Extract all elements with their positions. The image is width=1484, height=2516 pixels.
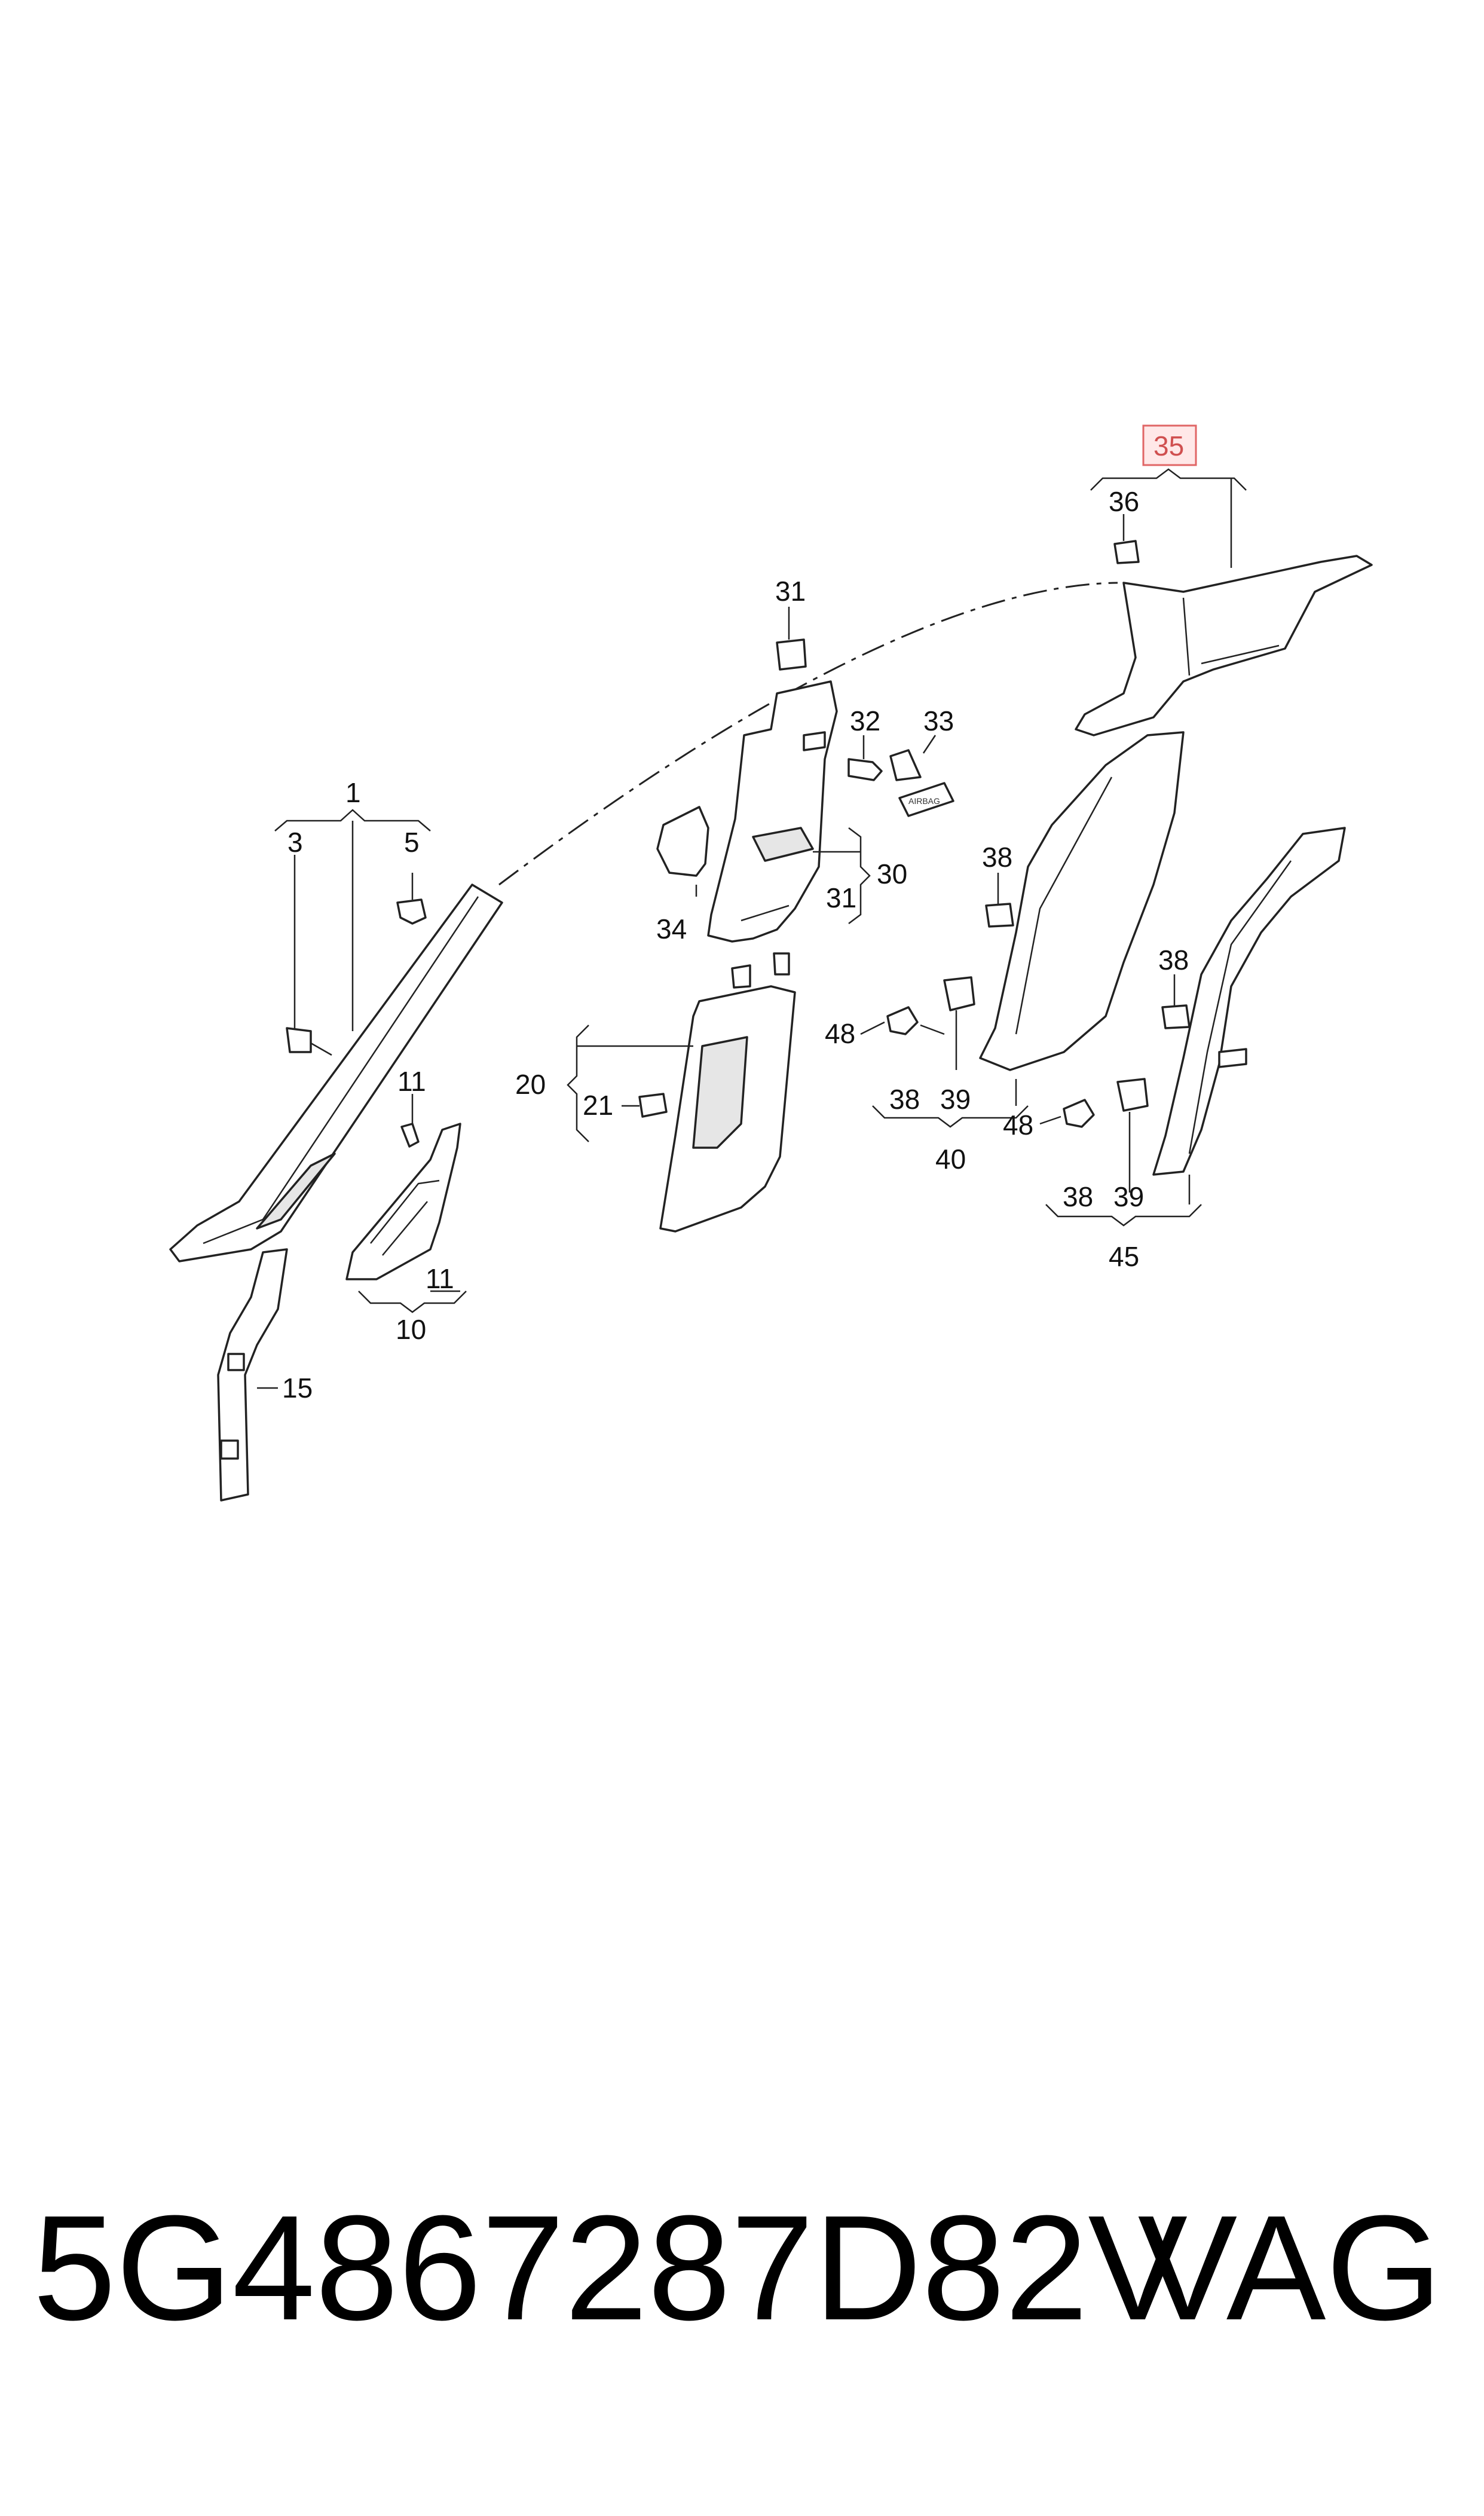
part-number: 5G4867287D82V bbox=[33, 2184, 1188, 2351]
c-pillar-upper-35 bbox=[1075, 555, 1373, 736]
nut-48-a bbox=[886, 1006, 919, 1035]
clip-39-b bbox=[1116, 1078, 1149, 1112]
c-pillar-lower-45 bbox=[1152, 827, 1346, 1176]
callout-38-b: 38 bbox=[889, 1084, 920, 1115]
clip-21 bbox=[638, 1093, 668, 1118]
highlight-box-35 bbox=[1142, 424, 1197, 466]
clip-38-side bbox=[1218, 1048, 1247, 1068]
callout-39-a: 39 bbox=[940, 1084, 971, 1115]
bracket-34 bbox=[656, 806, 709, 877]
b-pillar-lower-20 bbox=[659, 952, 796, 1233]
a-pillar-trim bbox=[169, 883, 503, 1262]
callouts: 1 3 5 11 11 10 15 20 21 31 32 33 30 31 3… bbox=[282, 424, 1197, 1404]
callout-30: 30 bbox=[877, 858, 907, 889]
clip-5 bbox=[396, 898, 427, 925]
callout-34: 34 bbox=[656, 913, 687, 944]
callout-31-top: 31 bbox=[775, 576, 806, 607]
callout-10: 10 bbox=[396, 1314, 426, 1345]
callout-1: 1 bbox=[345, 777, 361, 808]
clip-31-top bbox=[776, 638, 807, 671]
callout-11-top: 11 bbox=[397, 1066, 426, 1097]
callout-48-a: 48 bbox=[825, 1018, 855, 1049]
callout-38-c: 38 bbox=[1158, 944, 1189, 976]
callout-38-d: 38 bbox=[1063, 1181, 1093, 1212]
callout-38-a: 38 bbox=[982, 842, 1012, 873]
callout-20: 20 bbox=[515, 1069, 546, 1100]
callout-45: 45 bbox=[1109, 1241, 1139, 1272]
leader-lines bbox=[257, 468, 1247, 1389]
callout-33: 33 bbox=[923, 705, 954, 736]
airbag-tag-33: AIRBAG bbox=[889, 749, 954, 817]
airbag-label: AIRBAG bbox=[908, 796, 940, 806]
footer: 5G4867287D82V VAG bbox=[0, 2182, 1484, 2379]
callout-21: 21 bbox=[583, 1090, 613, 1121]
callout-35: 35 bbox=[1153, 430, 1184, 461]
callout-39-b: 39 bbox=[1113, 1181, 1144, 1212]
callout-40: 40 bbox=[935, 1144, 966, 1175]
b-pillar-upper-30 bbox=[707, 680, 838, 943]
c-pillar-middle-40 bbox=[979, 731, 1185, 1071]
nut-48-b bbox=[1063, 1099, 1095, 1128]
clip-3 bbox=[286, 1027, 312, 1053]
callout-36: 36 bbox=[1109, 486, 1139, 517]
cover-panel-10 bbox=[345, 1123, 461, 1280]
callout-11-bottom: 11 bbox=[426, 1263, 454, 1294]
clip-38-a bbox=[985, 903, 1014, 928]
contour-line bbox=[498, 582, 1118, 886]
clip-39-a bbox=[943, 976, 975, 1011]
clip-36 bbox=[1113, 540, 1140, 564]
screw-11 bbox=[400, 1123, 420, 1148]
callout-3: 3 bbox=[287, 827, 303, 858]
callout-15: 15 bbox=[282, 1372, 313, 1404]
callout-5: 5 bbox=[404, 827, 420, 858]
lower-strip-15 bbox=[217, 1248, 288, 1502]
clip-38-b bbox=[1161, 1004, 1191, 1029]
callout-32: 32 bbox=[850, 705, 880, 736]
callout-31-side: 31 bbox=[826, 882, 856, 913]
screw-32 bbox=[847, 758, 883, 781]
callout-48-b: 48 bbox=[1003, 1109, 1033, 1141]
brand-name: VAG bbox=[1137, 2184, 1442, 2351]
